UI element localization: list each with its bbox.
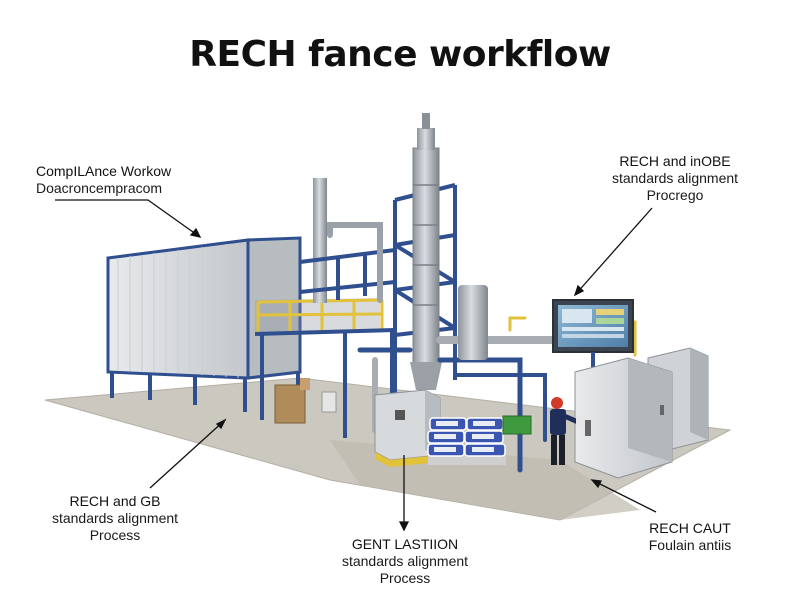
side-tank: [458, 285, 488, 360]
material-bags: [427, 417, 506, 465]
callout-compliance-workflow-title: CompILAnce Workow: [36, 163, 172, 179]
work-platform: [254, 298, 396, 438]
callout-arrows: [55, 199, 657, 532]
small-equipment: [274, 378, 337, 424]
green-crate: [502, 415, 532, 435]
callout-rech-gb-title: RECH and GB: [69, 493, 161, 509]
callout-rech-gb-line2: standards alignment: [51, 510, 179, 526]
callout-gent-lastiion-line2: standards alignment: [341, 553, 469, 569]
callout-rech-inobe-line2: standards alignment: [611, 170, 739, 186]
callout-rech-inobe-line3: Procrego: [646, 187, 704, 203]
callout-rech-gb: RECH and GB standards alignment Process: [30, 493, 200, 544]
callout-rech-caut-title: RECH CAUT: [649, 520, 731, 536]
callout-compliance-workflow-subtitle: Doacroncempracom: [36, 180, 163, 196]
callout-compliance-workflow: CompILAnce Workow Doacroncempracom: [36, 163, 171, 197]
process-cabinets: [574, 347, 709, 479]
exhaust-stack: [313, 178, 327, 303]
callout-gent-lastiion-title: GENT LASTIION: [351, 536, 459, 552]
callout-rech-inobe-title: RECH and inOBE: [619, 153, 731, 169]
page-title: RECH fance workflow: [189, 34, 611, 75]
callout-rech-caut-line2: Foulain antiis: [648, 537, 732, 553]
callout-rech-inobe: RECH and inOBE standards alignment Procr…: [590, 153, 760, 204]
worker-figure: [550, 397, 584, 465]
callout-gent-lastiion: GENT LASTIION standards alignment Proces…: [320, 536, 490, 587]
monitor-display: [552, 299, 634, 380]
callout-rech-caut: RECH CAUT Foulain antiis: [625, 520, 755, 554]
distillation-column: [410, 113, 442, 390]
callout-rech-gb-line3: Process: [89, 527, 141, 543]
callout-gent-lastiion-line3: Process: [379, 570, 431, 586]
